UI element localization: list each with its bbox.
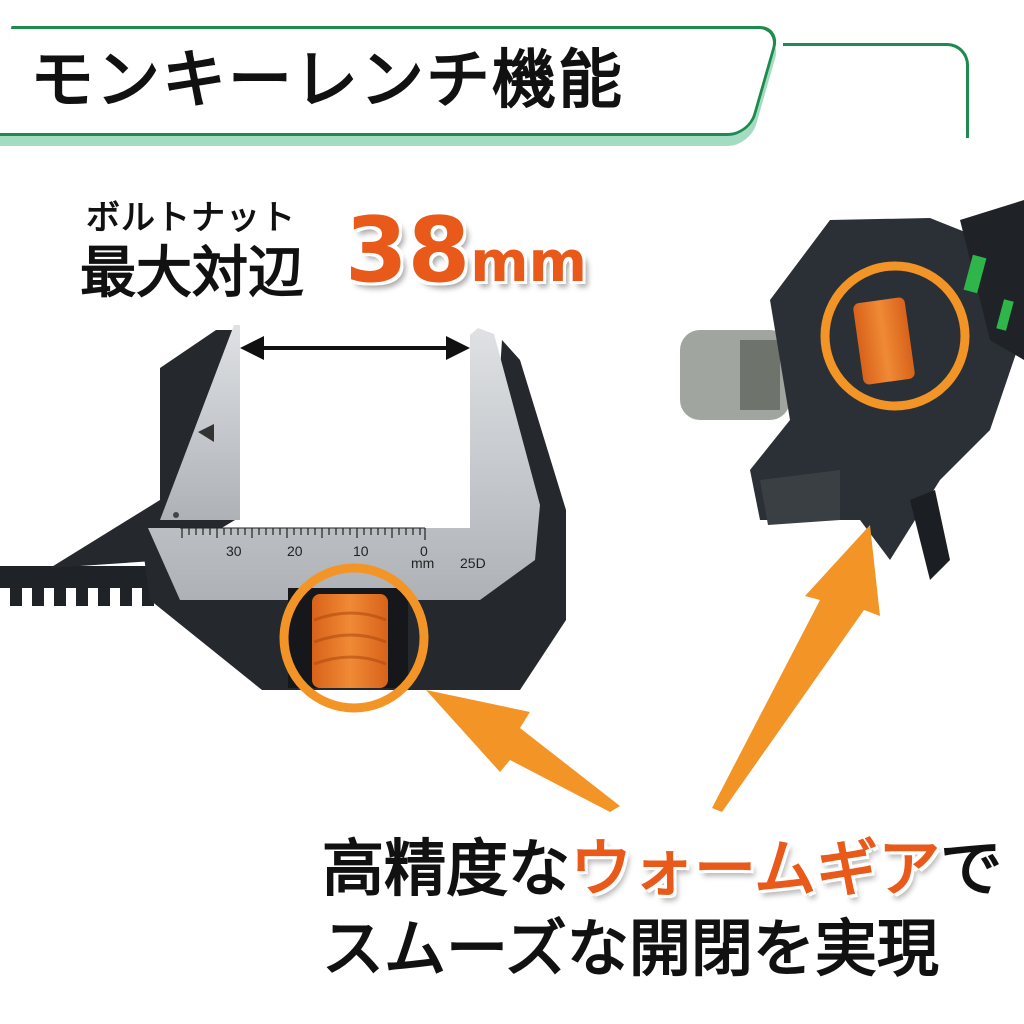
spec-unit: mm (470, 230, 587, 295)
spec-number: 38 (345, 198, 471, 303)
wrench-main: 30 20 10 0 mm 25D (0, 325, 566, 713)
scale-label-0: 0 (420, 543, 428, 559)
scale-label-20: 20 (287, 543, 303, 559)
caption-line1: 高精度なウォームギアで (322, 818, 1002, 908)
page-title: モンキーレンチ機能 (30, 44, 624, 118)
spec-value: 38mm (345, 198, 587, 303)
spec-label-line1: ボルトナット (86, 198, 296, 238)
scale-ticks (181, 528, 426, 540)
spec-label-line2: 最大対辺 (80, 241, 304, 306)
caption-line2: スムーズな開閉を実現 (322, 912, 939, 985)
pointer-arrows (426, 525, 880, 812)
width-dimension-arrow (240, 336, 470, 360)
highlight-circle-left (279, 563, 429, 713)
decorative-corner-line (783, 43, 969, 138)
caption-prefix: 高精度な (322, 832, 571, 905)
worm-gear (312, 594, 388, 688)
scale-label-30: 30 (226, 543, 242, 559)
highlight-circle-right (820, 261, 970, 411)
caption-highlight: ウォームギア (570, 832, 941, 905)
scale-label-10: 10 (353, 543, 369, 559)
scale-marking: 25D (460, 555, 486, 571)
wrench-in-use-photo (680, 200, 1024, 580)
caption-suffix: で (940, 832, 1003, 905)
scale-unit: mm (411, 555, 434, 571)
